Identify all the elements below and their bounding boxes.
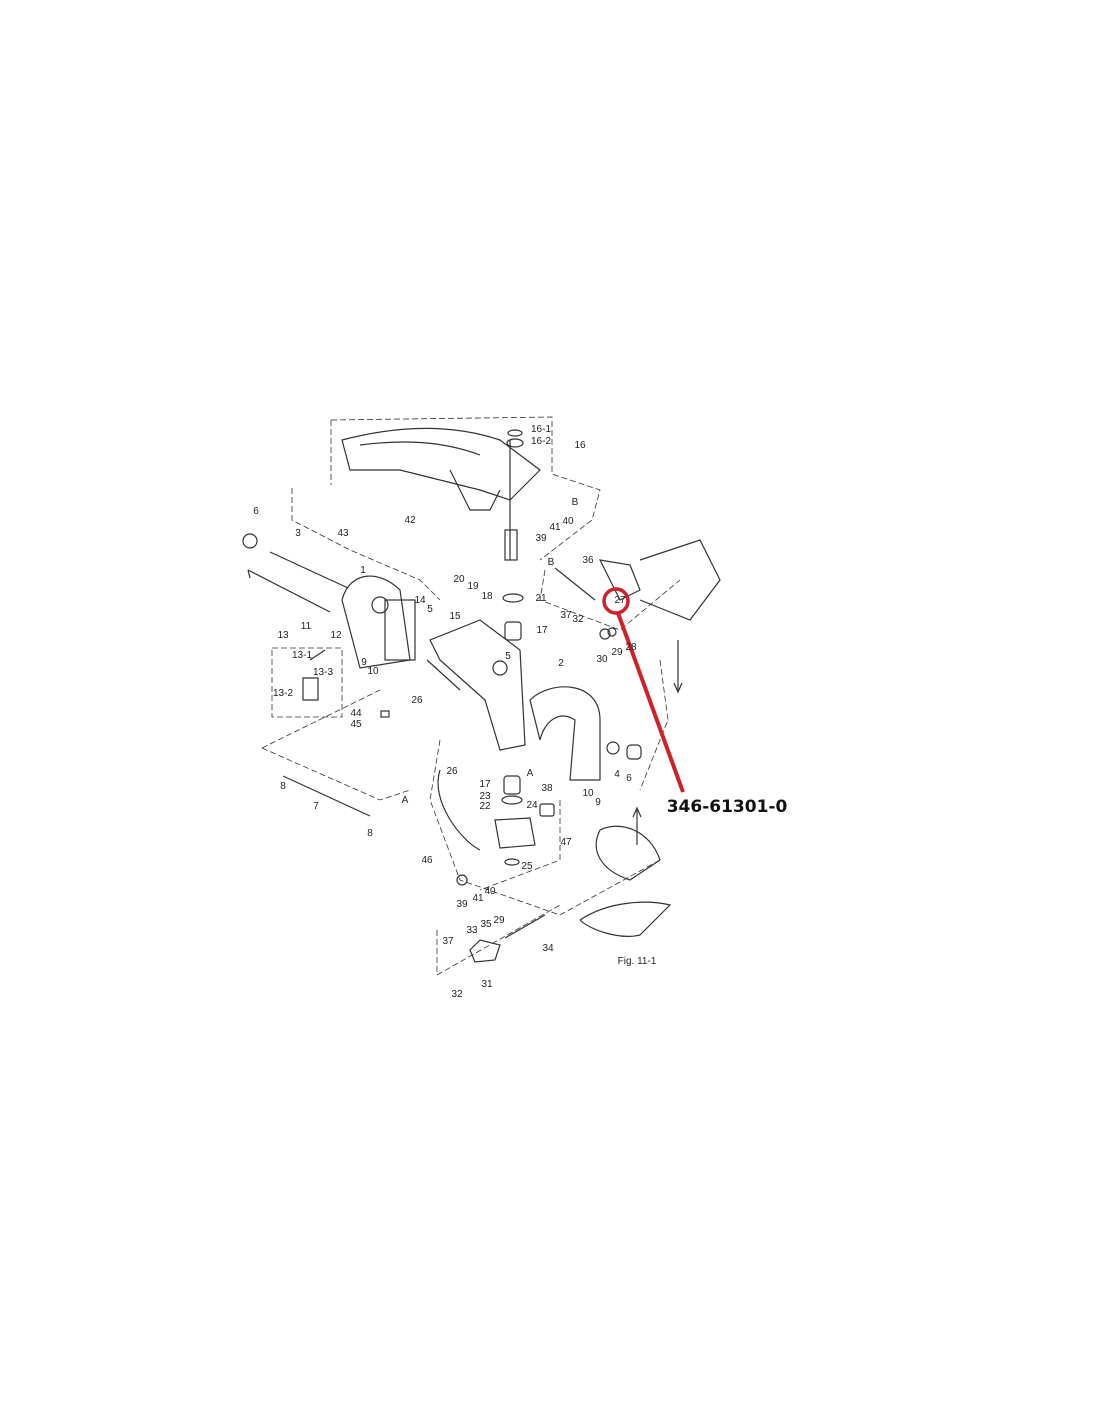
part-label: 13-3 (312, 667, 334, 678)
part-label: 23 (479, 791, 491, 802)
part-label: 13-1 (291, 650, 313, 661)
group-dashed-outlines (261, 416, 681, 976)
part-label: B (547, 557, 555, 568)
part-label: B (571, 497, 579, 508)
part-label: 18 (481, 591, 493, 602)
part-label: 42 (404, 515, 416, 526)
highlight-circle-part-27 (602, 587, 630, 615)
part-label: 6 (253, 506, 259, 517)
part-label: 17 (536, 625, 548, 636)
callout-leader-line (616, 612, 685, 793)
part-label: 20 (453, 574, 465, 585)
part-label: 25 (521, 861, 533, 872)
part-label: 14 (414, 595, 426, 606)
part-label: 45 (350, 719, 362, 730)
part-label: 6 (626, 773, 632, 784)
part-label: 40 (562, 516, 574, 527)
part-label: 36 (582, 555, 594, 566)
part-label: 5 (427, 604, 433, 615)
part-number-label: 346-61301-0 (666, 797, 788, 817)
part-label: 1 (360, 565, 366, 576)
part-label: 12 (330, 630, 342, 641)
highlight-callout (602, 587, 685, 793)
part-label: 26 (411, 695, 423, 706)
part-label: 43 (337, 528, 349, 539)
part-label: 34 (542, 943, 554, 954)
part-label: 41 (549, 522, 561, 533)
part-label: 33 (466, 925, 478, 936)
part-label: 4 (614, 769, 620, 780)
part-label: 24 (526, 800, 538, 811)
part-label: 44 (350, 708, 362, 719)
part-label: 29 (493, 915, 505, 926)
part-label: 39 (456, 899, 468, 910)
part-label: 17 (479, 779, 491, 790)
part-label: 37 (442, 936, 454, 947)
part-label: 32 (451, 989, 463, 1000)
part-label: 39 (535, 533, 547, 544)
part-label: 38 (541, 783, 553, 794)
part-label: 32 (572, 614, 584, 625)
part-label: 41 (472, 893, 484, 904)
part-label: 16-2 (530, 436, 552, 447)
part-label: 40 (484, 886, 496, 897)
part-label: 19 (467, 581, 479, 592)
part-label: 16-1 (530, 424, 552, 435)
part-label: 3 (295, 528, 301, 539)
part-label: 27 (614, 595, 626, 606)
part-label: 9 (595, 797, 601, 808)
part-label: 8 (280, 781, 286, 792)
part-label: 26 (446, 766, 458, 777)
part-label: 10 (367, 666, 379, 677)
group-parts (242, 427, 721, 963)
part-label: 22 (479, 801, 491, 812)
part-label: 9 (361, 657, 367, 668)
part-label: 7 (313, 801, 319, 812)
part-label: 47 (560, 837, 572, 848)
part-label: 37 (560, 610, 572, 621)
part-label: A (526, 768, 534, 779)
part-label: A (401, 795, 409, 806)
part-label: 29 (611, 647, 623, 658)
figure-reference: Fig. 11-1 (617, 956, 657, 967)
part-label: 10 (582, 788, 594, 799)
part-label: 30 (596, 654, 608, 665)
part-label: 11 (300, 621, 312, 632)
part-label: 16 (574, 440, 586, 451)
part-label: 15 (449, 611, 461, 622)
part-label: 2 (558, 658, 564, 669)
part-label: 21 (535, 593, 547, 604)
part-label: 46 (421, 855, 433, 866)
part-label: 31 (481, 979, 493, 990)
part-label: 35 (480, 919, 492, 930)
part-label: 13 (277, 630, 289, 641)
part-label: 28 (625, 642, 637, 653)
part-label: 5 (505, 651, 511, 662)
part-label: 13-2 (272, 688, 294, 699)
part-label: 8 (367, 828, 373, 839)
